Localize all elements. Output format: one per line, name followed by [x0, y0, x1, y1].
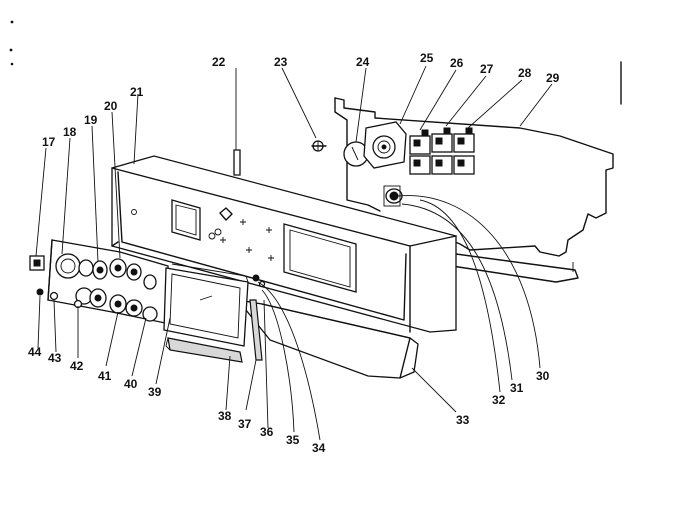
label-19: 19	[84, 113, 98, 127]
label-23: 23	[274, 55, 288, 69]
scan-specks	[9, 20, 622, 105]
label-22: 22	[212, 55, 226, 69]
strip-part-38	[165, 337, 243, 363]
screw-part-23	[311, 140, 327, 152]
part-number-labels: 17 18 19 20 21 22 23 24 25 26 27 28 29 3…	[28, 51, 560, 455]
label-31: 31	[510, 381, 524, 395]
lens-part-39	[163, 263, 249, 347]
label-34: 34	[312, 441, 326, 455]
label-28: 28	[518, 66, 532, 80]
switch-housing-part-25	[363, 121, 407, 169]
label-26: 26	[450, 56, 464, 70]
label-29: 29	[546, 71, 560, 85]
leader-lines	[35, 65, 553, 441]
rod-part-37	[249, 299, 263, 361]
label-38: 38	[218, 409, 232, 423]
label-35: 35	[286, 433, 300, 447]
label-42: 42	[70, 359, 84, 373]
label-40: 40	[124, 377, 138, 391]
label-37: 37	[238, 417, 252, 431]
label-20: 20	[104, 99, 118, 113]
label-32: 32	[492, 393, 506, 407]
label-30: 30	[536, 369, 550, 383]
label-44: 44	[28, 345, 42, 359]
small-screws-42-44	[36, 288, 83, 309]
label-41: 41	[98, 369, 112, 383]
label-36: 36	[260, 425, 274, 439]
knob-part-17	[29, 255, 45, 271]
label-39: 39	[148, 385, 162, 399]
label-33: 33	[456, 413, 470, 427]
timer-knob-part-24	[343, 141, 369, 167]
label-17: 17	[42, 135, 56, 149]
label-21: 21	[130, 85, 144, 99]
label-18: 18	[63, 125, 77, 139]
label-25: 25	[420, 51, 434, 65]
label-27: 27	[480, 62, 494, 76]
label-24: 24	[356, 55, 370, 69]
switch-block-group	[409, 127, 475, 175]
trim-strip-part-33	[236, 299, 419, 379]
console-housing-part-21	[111, 155, 457, 333]
bracket-part-22	[233, 149, 241, 176]
label-43: 43	[48, 351, 62, 365]
